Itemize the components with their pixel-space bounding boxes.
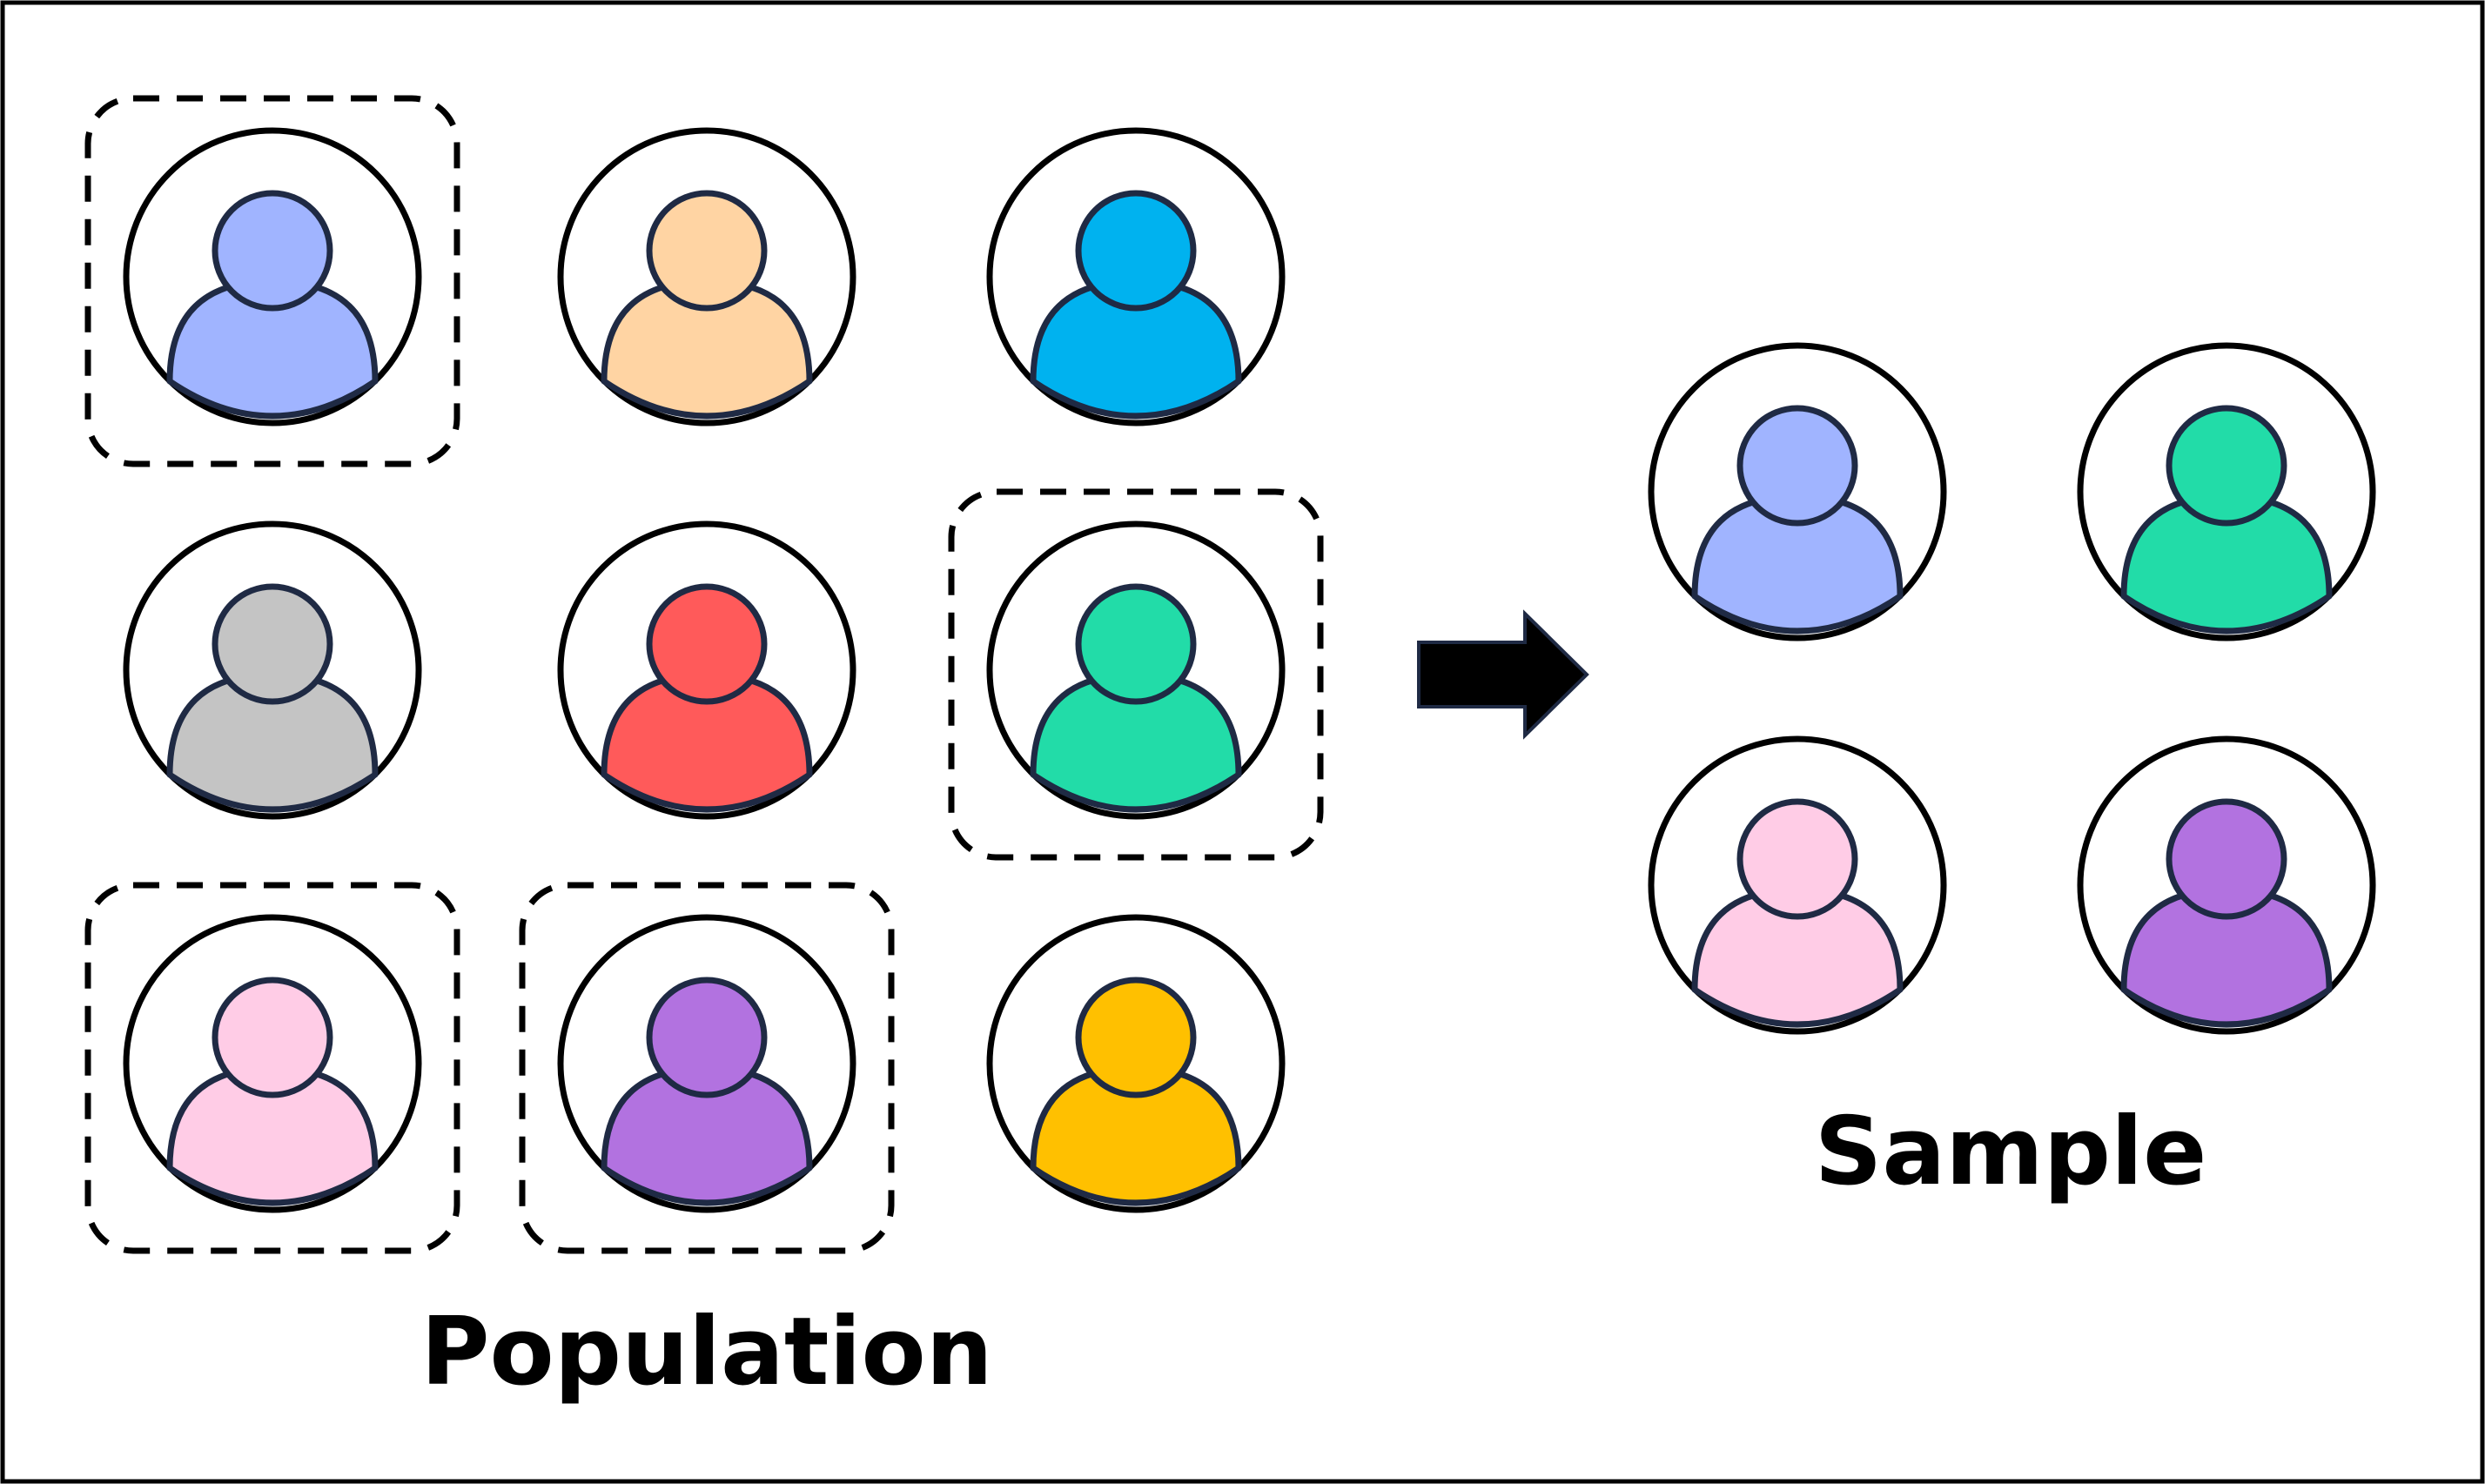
person-icon [166, 977, 379, 1206]
population-group [84, 95, 1324, 1254]
dashed-selection-box [948, 488, 1324, 861]
population-person [557, 520, 856, 820]
person-icon [601, 977, 813, 1206]
person-icon [1691, 798, 1904, 1028]
sample-person [2077, 735, 2376, 1035]
person-icon [166, 583, 379, 813]
person-icon [1691, 405, 1904, 635]
population-label: Population [420, 1298, 992, 1407]
population-person [986, 520, 1286, 820]
sample-person [1648, 342, 1947, 641]
dashed-selection-box [84, 882, 460, 1254]
population-person [557, 914, 856, 1213]
sample-label: Sample [1815, 1098, 2207, 1206]
population-person [986, 914, 1286, 1213]
person-icon [2120, 798, 2333, 1028]
population-person [123, 520, 422, 820]
person-icon [601, 190, 813, 420]
person-icon [1030, 977, 1242, 1206]
person-icon [2120, 405, 2333, 635]
sample-person [2077, 342, 2376, 641]
person-icon [1030, 583, 1242, 813]
sample-person [1648, 735, 1947, 1035]
dashed-selection-box [519, 882, 895, 1254]
population-person [123, 127, 422, 426]
sample-group [1648, 342, 2376, 1035]
dashed-selection-box [84, 95, 460, 467]
person-icon [601, 583, 813, 813]
population-person [986, 127, 1286, 426]
population-person [123, 914, 422, 1213]
person-icon [166, 190, 379, 420]
person-icon [1030, 190, 1242, 420]
population-person [557, 127, 856, 426]
right-arrow-icon [1417, 609, 1589, 740]
